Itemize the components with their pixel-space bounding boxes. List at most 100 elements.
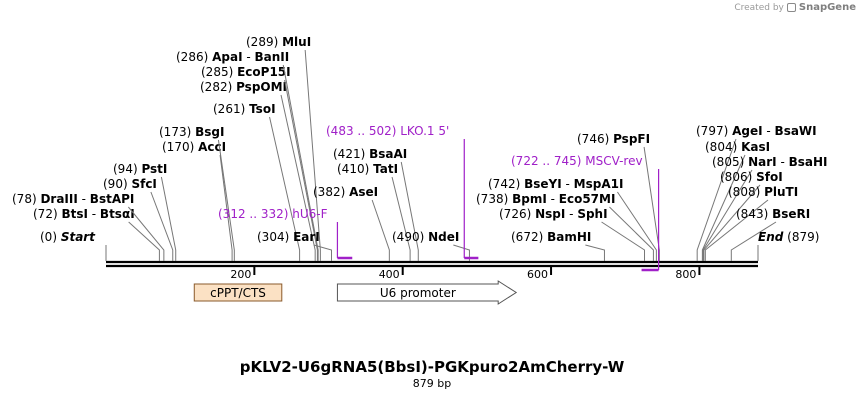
site-alt-name: BsaHI (789, 155, 828, 169)
site-connector (304, 49, 321, 261)
site-position: (0) (40, 230, 61, 244)
primer-range: (312 .. 332) (218, 207, 292, 221)
site-alt-name: BsaWI (775, 124, 817, 138)
site-label: (286) ApaI - BanII (176, 50, 289, 64)
site-name: BsgI (195, 125, 224, 139)
site-name: End (758, 230, 784, 244)
site-separator: - (78, 192, 90, 206)
plasmid-length: 879 bp (412, 377, 452, 390)
snapgene-logo-icon (786, 3, 796, 12)
site-draiii: (78) DraIII - BstAPI (12, 192, 165, 261)
site-position: (843) (736, 207, 772, 221)
site-eari: (304) EarI (257, 230, 332, 261)
site-label: (726) NspI - SphI (499, 207, 608, 221)
site-label: (805) NarI - BsaHI (712, 155, 828, 169)
site-position: (286) (176, 50, 212, 64)
site-name: BpmI (512, 192, 547, 206)
site-connector (609, 206, 654, 261)
snapgene-credit: Created by SnapGene (734, 2, 856, 13)
site-name: BtsI (61, 207, 88, 221)
site-psti: (94) PstI (113, 162, 177, 261)
primer-label: (312 .. 332) hU6-F (218, 207, 328, 221)
site-name: DraIII (40, 192, 77, 206)
site-name: KasI (741, 140, 770, 154)
site-connector (127, 206, 165, 261)
site-position: (805) (712, 155, 748, 169)
site-position: (78) (12, 192, 40, 206)
site-alt-name: BstAPI (90, 192, 135, 206)
site-label: (797) AgeI - BsaWI (696, 124, 817, 138)
site-name: PspFI (613, 132, 650, 146)
site-position: (742) (488, 177, 524, 191)
site-end: End (879) (757, 230, 819, 261)
site-asei: (382) AseI (313, 185, 390, 261)
site-position: (879) (783, 230, 819, 244)
site-connector (269, 116, 301, 261)
site-pluti: (808) PluTI (704, 185, 798, 261)
site-connector (704, 199, 769, 261)
primer-name: hU6-F (292, 207, 327, 221)
site-connector (391, 176, 411, 261)
site-connector (371, 199, 390, 261)
site-bsgi: (173) BsgI (159, 125, 235, 261)
site-separator: - (547, 192, 559, 206)
site-connector (701, 154, 746, 261)
site-name: TatI (373, 162, 398, 176)
site-label: End (879) (758, 230, 819, 244)
site-connector (150, 191, 174, 261)
site-acci: (170) AccI (162, 140, 233, 261)
primer-hu6-f: (312 .. 332) hU6-F (218, 207, 353, 260)
site-alt-name: Eco57MI (559, 192, 616, 206)
site-bamhi: (672) BamHI (511, 230, 605, 261)
site-label: (806) SfoI (720, 170, 783, 184)
site-alt-name: SphI (577, 207, 607, 221)
site-apai: (286) ApaI - BanII (176, 50, 319, 261)
site-position: (170) (162, 140, 198, 154)
site-label: (804) KasI (705, 140, 770, 154)
site-connector (313, 244, 332, 261)
site-label: (808) PluTI (728, 185, 798, 199)
site-pspfi: (746) PspFI (577, 132, 660, 261)
site-name: TsoI (249, 102, 275, 116)
feature-label: U6 promoter (380, 286, 456, 300)
site-connector (128, 221, 160, 261)
plasmid-name: pKLV2-U6gRNA5(BbsI)-PGKpuro2AmCherry-W (239, 358, 625, 376)
site-label: (490) NdeI (392, 230, 459, 244)
site-connector (702, 169, 753, 261)
site-name: AccI (198, 140, 226, 154)
site-label: (382) AseI (313, 185, 378, 199)
site-label: (285) EcoP15I (201, 65, 291, 79)
site-name: ApaI (212, 50, 242, 64)
site-name: PspOMI (236, 80, 287, 94)
site-position: (173) (159, 125, 195, 139)
site-position: (746) (577, 132, 613, 146)
site-name: BamHI (547, 230, 591, 244)
site-label: (304) EarI (257, 230, 320, 244)
ruler-tick-label: 600 (527, 268, 548, 281)
site-alt-name: BtsαI (100, 207, 135, 221)
site-label: (170) AccI (162, 140, 226, 154)
site-sfoi: (806) SfoI (703, 170, 783, 261)
site-position: (804) (705, 140, 741, 154)
site-ecop15i: (285) EcoP15I (201, 65, 318, 261)
site-position: (726) (499, 207, 535, 221)
primer-mscv-rev: (722 .. 745) MSCV-rev (511, 154, 660, 272)
ruler-tick-label: 400 (379, 268, 400, 281)
site-connector (601, 221, 646, 261)
site-connector (643, 146, 660, 261)
ruler-tick-label: 800 (675, 268, 696, 281)
site-connector (617, 191, 657, 261)
site-bsaai: (421) BsaAI (333, 147, 419, 261)
primer-range: (722 .. 745) (511, 154, 585, 168)
site-alt-name: MspA1I (574, 177, 624, 191)
site-mlui: (289) MluI (246, 35, 321, 261)
primer-name: LKO.1 5' (400, 124, 449, 138)
site-name: SfcI (131, 177, 156, 191)
site-name: AgeI (732, 124, 762, 138)
site-connector (400, 161, 419, 261)
site-position: (94) (113, 162, 141, 176)
credit-brand: SnapGene (798, 2, 856, 13)
site-connector (585, 244, 605, 261)
site-sfci: (90) SfcI (103, 177, 174, 261)
site-separator: - (763, 124, 775, 138)
